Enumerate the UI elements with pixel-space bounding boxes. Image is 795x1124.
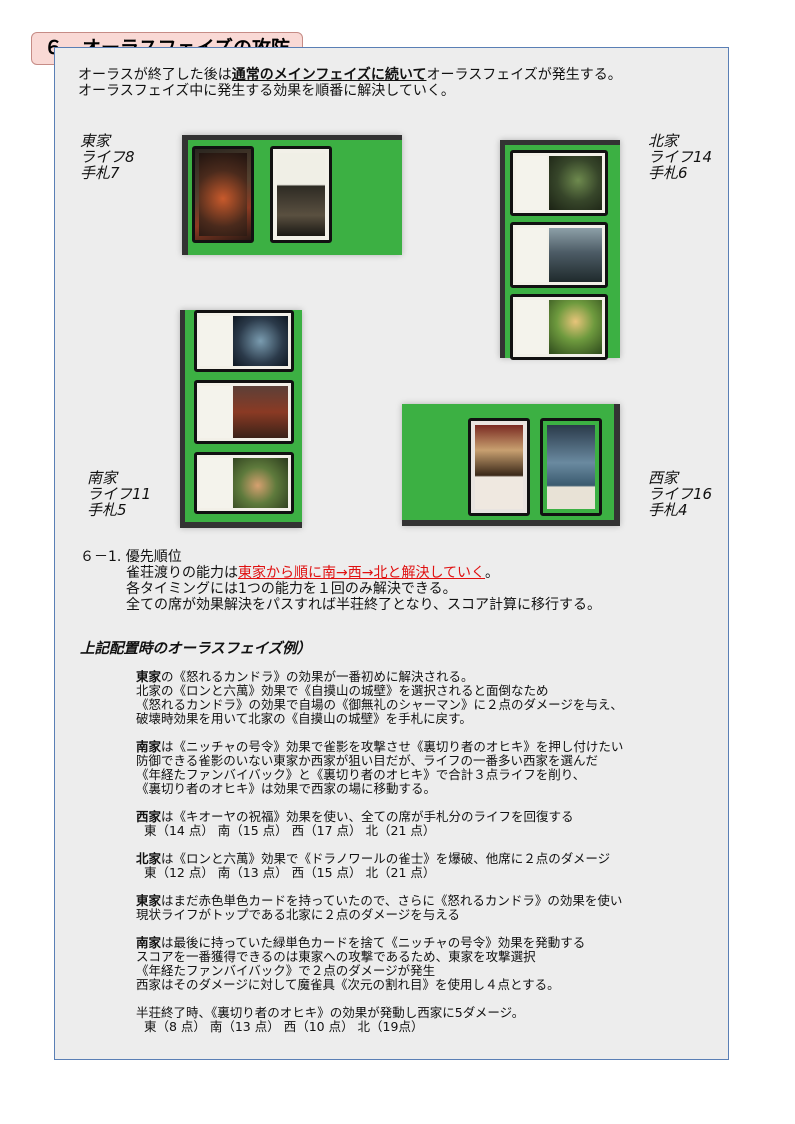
- play-mat-south: [180, 310, 302, 528]
- priority-line-1: 雀荘渡りの能力は東家から順に南→西→北と解決していく。: [126, 565, 500, 581]
- player-label-south: 南家 ライフ11 手札5: [87, 469, 152, 519]
- example-line: 東家の《怒れるカンドラ》の効果が一番初めに解決される。: [136, 669, 474, 684]
- example-line: 西家はそのダメージに対して魔雀具《次元の割れ目》を使用し４点とする。: [136, 977, 560, 992]
- player-label-west: 西家 ライフ16 手札4: [648, 469, 713, 519]
- example-line: 《裏切り者のオヒキ》は効果で西家の場に移動する。: [136, 781, 437, 796]
- priority-heading: ６－1. 優先順位: [80, 549, 182, 565]
- card-west-2[interactable]: [540, 418, 602, 516]
- example-line: 東家はまだ赤色単色カードを持っていたので、さらに《怒れるカンドラ》の効果を使い: [136, 893, 623, 908]
- card-south-1[interactable]: [194, 310, 294, 372]
- priority-line-3: 全ての席が効果解決をパスすれば半荘終了となり、スコア計算に移行する。: [126, 597, 602, 613]
- example-score-line: 東（12 点） 南（13 点） 西（15 点） 北（21 点）: [136, 865, 436, 880]
- example-heading: 上記配置時のオーラスフェイズ例）: [80, 641, 312, 657]
- example-line: 西家は《キオーヤの祝福》効果を使い、全ての席が手札分のライフを回復する: [136, 809, 574, 824]
- card-east-2[interactable]: [270, 146, 332, 243]
- example-line: 南家は《ニッチャの号令》効果で雀影を攻撃させ《裏切り者のオヒキ》を押し付けたい: [136, 739, 624, 754]
- intro-line-2: オーラスフェイズ中に発生する効果を順番に解決していく。: [78, 83, 455, 99]
- example-line: 防御できる雀影のいない東家か西家が狙い目だが、ライフの一番多い西家を選んだ: [136, 753, 599, 768]
- example-score-line: 東（8 点） 南（13 点） 西（10 点） 北（19点）: [136, 1019, 424, 1034]
- play-mat-north: [500, 140, 620, 360]
- play-mat-east: [182, 135, 402, 255]
- card-south-3[interactable]: [194, 452, 294, 514]
- player-label-north: 北家 ライフ14 手札6: [648, 132, 713, 182]
- example-line: 《年経たファンバイバック》と《裏切り者のオヒキ》で合計３点ライフを削り、: [136, 767, 586, 782]
- priority-line-2: 各タイミングには1つの能力を１回のみ解決できる。: [126, 581, 457, 597]
- example-score-line: 東（14 点） 南（15 点） 西（17 点） 北（21 点）: [136, 823, 436, 838]
- player-label-east: 東家 ライフ8 手札7: [80, 132, 135, 182]
- example-line: 破壊時効果を用いて北家の《自摸山の城壁》を手札に戻す。: [136, 711, 472, 726]
- card-east-1[interactable]: [192, 146, 254, 243]
- intro-line-1: オーラスが終了した後は通常のメインフェイズに続いてオーラスフェイズが発生する。: [78, 67, 622, 83]
- play-mat-west: [402, 404, 620, 526]
- example-line: スコアを一番獲得できるのは東家への攻撃であるため、東家を攻撃選択: [136, 949, 536, 964]
- example-line: 半荘終了時、《裏切り者のオヒキ》の効果が発動し西家に5ダメージ。: [136, 1005, 525, 1020]
- card-north-3[interactable]: [510, 294, 608, 360]
- example-line: 北家の《ロンと六萬》効果で《自摸山の城壁》を選択されると面倒なため: [136, 683, 549, 698]
- example-line: 《怒れるカンドラ》の効果で自場の《御無礼のシャーマン》に２点のダメージを与え、: [136, 697, 623, 712]
- card-south-2[interactable]: [194, 380, 294, 444]
- card-west-1[interactable]: [468, 418, 530, 516]
- card-north-2[interactable]: [510, 222, 608, 288]
- example-line: 現状ライフがトップである北家に２点のダメージを与える: [136, 907, 460, 922]
- card-north-1[interactable]: [510, 150, 608, 216]
- example-line: 南家は最後に持っていた緑単色カードを捨て《ニッチャの号令》効果を発動する: [136, 935, 586, 950]
- example-line: 《年経たファンバイバック》で２点のダメージが発生: [136, 963, 436, 978]
- example-line: 北家は《ロンと六萬》効果で《ドラノワールの雀士》を爆破、他席に２点のダメージ: [136, 851, 611, 866]
